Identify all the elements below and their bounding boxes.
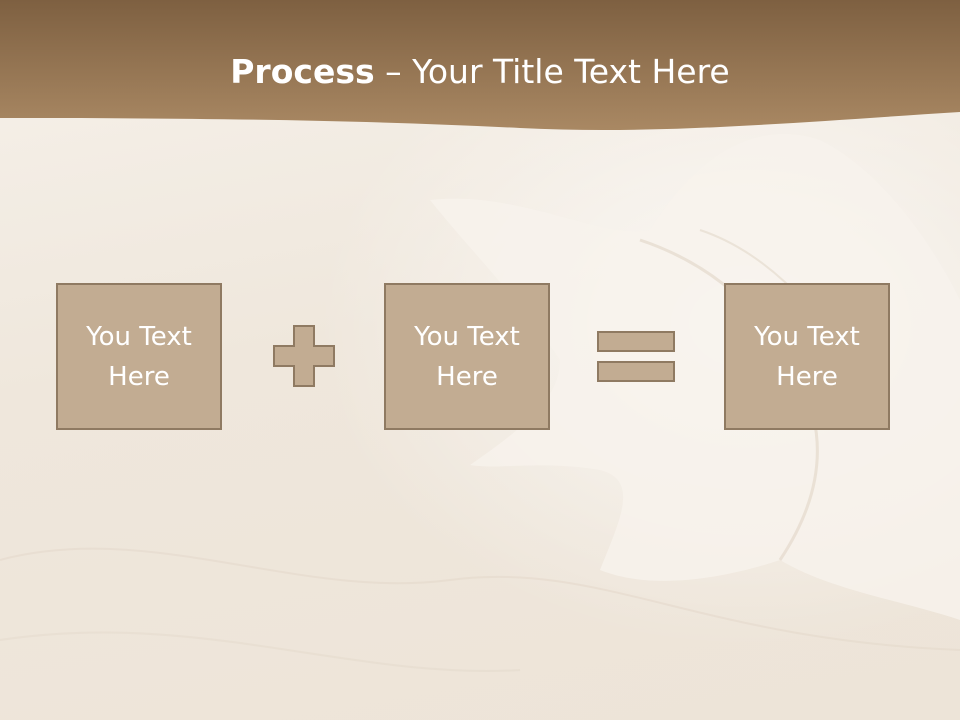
title-band bbox=[0, 0, 960, 130]
title-rest: – Your Title Text Here bbox=[374, 52, 730, 91]
process-box-3-text: You Text Here bbox=[754, 321, 860, 392]
title-bold: Process bbox=[230, 52, 375, 91]
equals-icon bbox=[597, 331, 675, 382]
process-box-2[interactable]: You Text Here bbox=[384, 283, 550, 430]
slide-title: Process – Your Title Text Here bbox=[0, 52, 960, 91]
process-box-3[interactable]: You Text Here bbox=[724, 283, 890, 430]
plus-icon bbox=[273, 325, 335, 387]
process-box-1-text: You Text Here bbox=[86, 321, 192, 392]
process-box-1[interactable]: You Text Here bbox=[56, 283, 222, 430]
process-box-2-text: You Text Here bbox=[414, 321, 520, 392]
